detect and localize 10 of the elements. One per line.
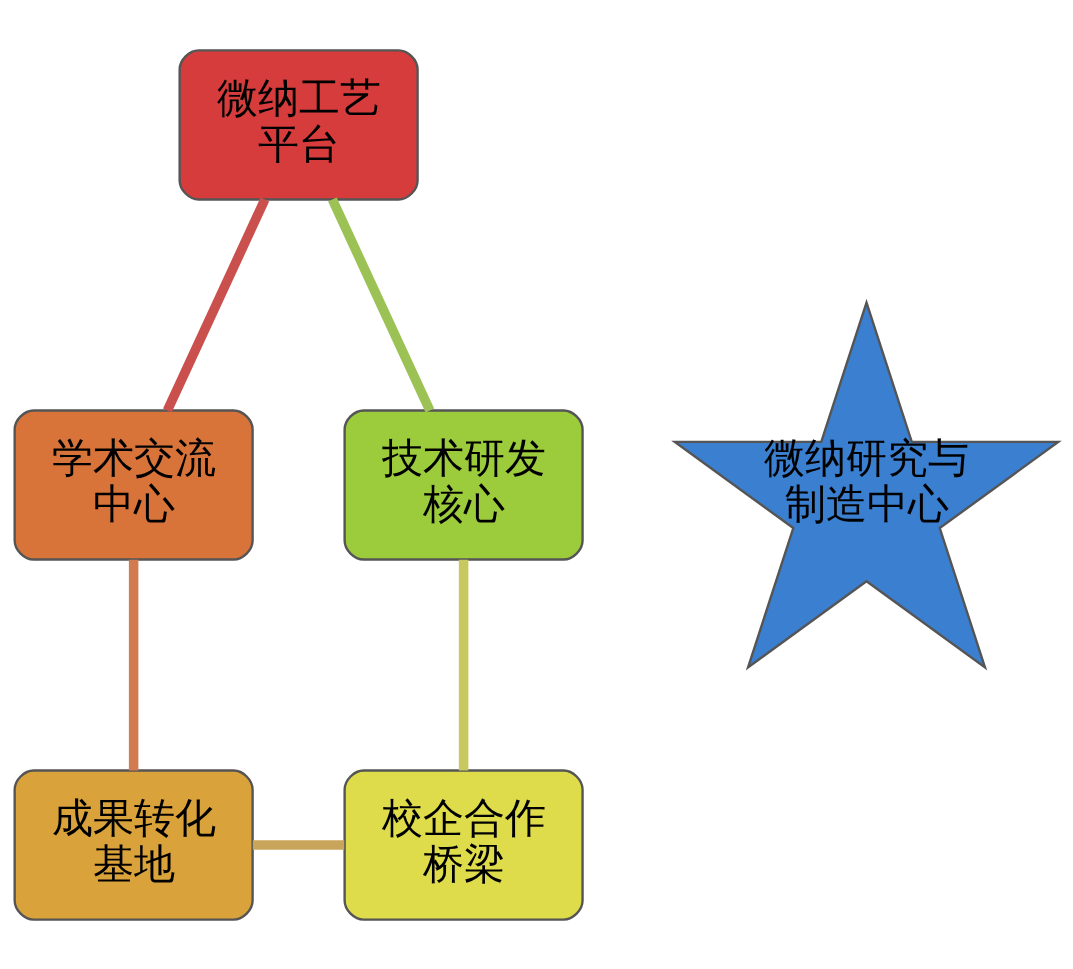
connector (328, 197, 435, 412)
node-box: 微纳工艺平台 (178, 48, 419, 201)
node-box: 校企合作桥梁 (343, 768, 584, 921)
connector (163, 197, 270, 412)
node-box: 技术研发核心 (343, 408, 584, 561)
connector (128, 559, 139, 770)
node-box: 学术交流中心 (13, 408, 254, 561)
node-box: 成果转化基地 (13, 768, 254, 921)
connector (252, 839, 345, 850)
connector (458, 559, 469, 770)
